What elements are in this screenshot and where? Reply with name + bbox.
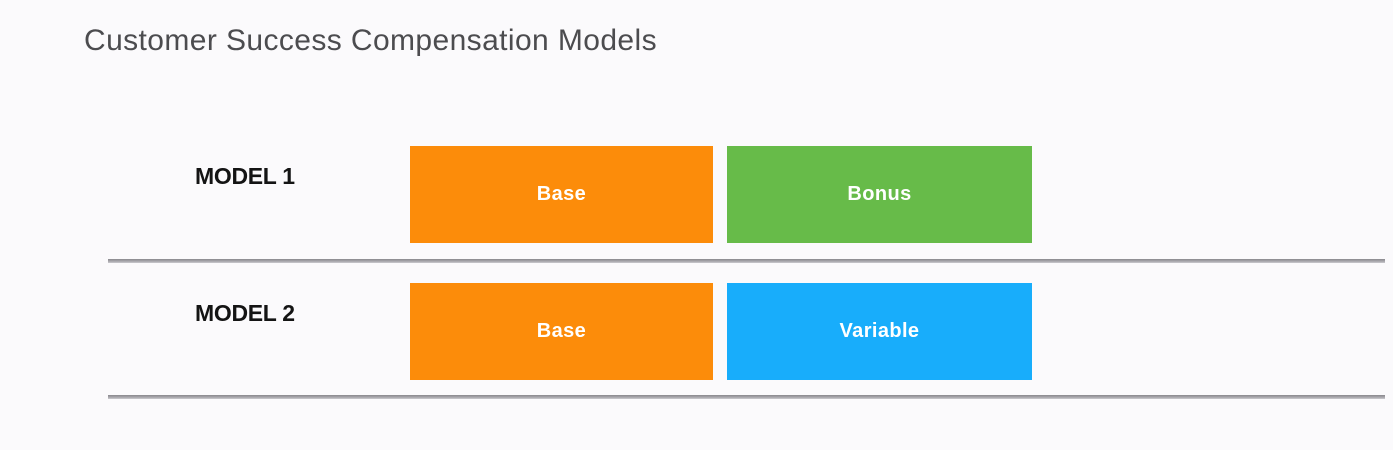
row-divider-2 bbox=[108, 395, 1385, 399]
model-2-base-segment: Base bbox=[410, 283, 713, 380]
model-1-bonus-segment: Bonus bbox=[727, 146, 1032, 243]
model-2-variable-segment: Variable bbox=[727, 283, 1032, 380]
model-2-label: MODEL 2 bbox=[195, 300, 295, 326]
model-1-base-segment: Base bbox=[410, 146, 713, 243]
row-divider-1 bbox=[108, 259, 1385, 263]
model-1-label: MODEL 1 bbox=[195, 163, 295, 189]
page-title: Customer Success Compensation Models bbox=[84, 24, 657, 57]
